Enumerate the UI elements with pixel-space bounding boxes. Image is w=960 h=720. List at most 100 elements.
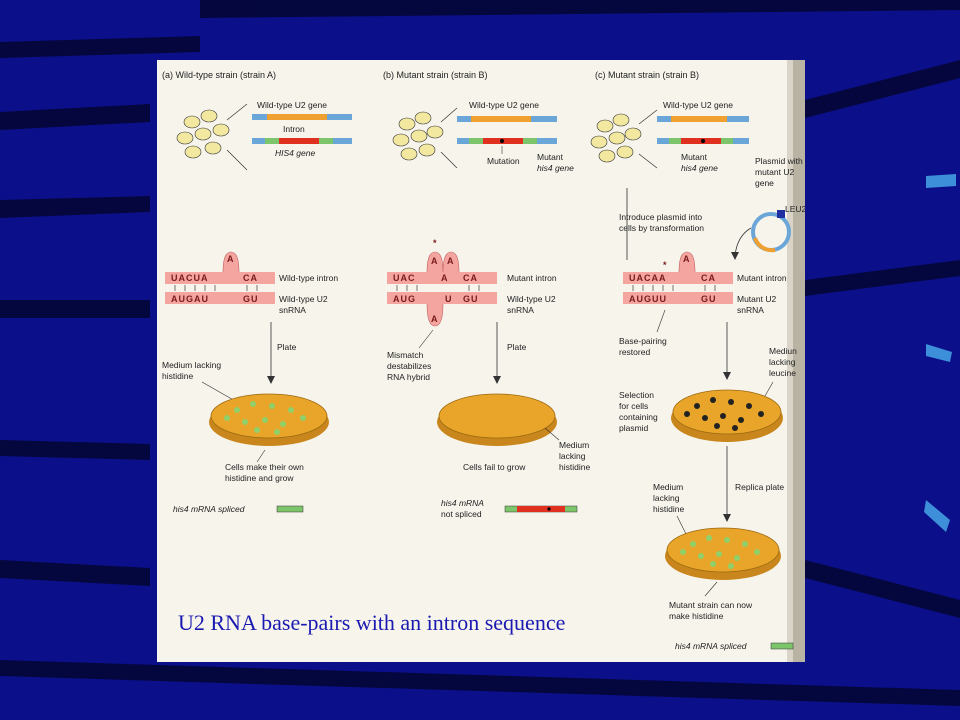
panel-b-u2-type-1: Wild-type U2 [507, 294, 556, 304]
panel-a-intron-seq2: CA [243, 273, 258, 283]
panel-a-petri-dish [209, 393, 329, 446]
panel-c-rna-hybrid [623, 251, 733, 304]
panel-c-bulge: A [683, 254, 691, 264]
panel-b-mismatch-3: RNA hybrid [387, 372, 430, 382]
yeast-cells [392, 111, 444, 161]
panel-b-mismatch-1: Mismatch [387, 350, 424, 360]
panel-c-introduce-2: cells by transformation [619, 223, 704, 233]
panel-c-selection-2: for cells [619, 401, 648, 411]
panel-b-his4-gene [457, 138, 557, 144]
panel-c-intron-seq: UACAA [629, 273, 667, 283]
panel-a-his4-gene [252, 138, 352, 144]
panel-b-petri-dish [437, 393, 557, 446]
panel-b-mrna-2: not spliced [441, 509, 482, 519]
panel-b-plate-label: Plate [507, 342, 527, 352]
panel-b-intron-seq2: CA [463, 273, 478, 283]
panel-c-introduce-1: Introduce plasmid into [619, 212, 702, 222]
panel-c-result-1: Mutant strain can now [669, 600, 753, 610]
panel-b-u2-seq: AUG [393, 294, 416, 304]
panel-c-spliced-mrna [770, 642, 794, 650]
panel-c-his4-gene [657, 138, 749, 144]
panel-c-intron-type: Mutant intron [737, 273, 787, 283]
panel-c-u2-type-2: snRNA [737, 305, 764, 315]
panel-a-u2-gene-label: Wild-type U2 gene [257, 100, 327, 110]
panel-b-mutant-1: Mutant [537, 152, 564, 162]
panel-c-mrna-label: his4 mRNA spliced [675, 641, 747, 651]
panel-c-u2-seq2: GU [701, 294, 717, 304]
panel-b-medium-3: histidine [559, 462, 590, 472]
panel-a-plate-label: Plate [277, 342, 297, 352]
panel-b-mismatch-2: destabilizes [387, 361, 431, 371]
panel-c-intron-seq2: CA [701, 273, 716, 283]
panel-b-u2-mid: U [445, 294, 453, 304]
panel-b-mutation-label: Mutation [487, 156, 520, 166]
panel-c-leu-label: LEU2 [785, 204, 805, 214]
panel-b-u2-type-2: snRNA [507, 305, 534, 315]
panel-c-u2-type-1: Mutant U2 [737, 294, 776, 304]
panel-c-plasmid-2: mutant U2 [755, 167, 794, 177]
panel-a-intron-seq: UACUA [171, 273, 209, 283]
panel-a-result-1: Cells make their own [225, 462, 304, 472]
panel-c-selection-4: plasmid [619, 423, 649, 433]
panel-b-u2-gene [457, 116, 557, 122]
panel-a-spliced-mrna [276, 505, 304, 513]
panel-b-intron-mid: A [441, 273, 449, 283]
u2-snrna-diagram: (a) Wild-type strain (strain A) Wild-typ… [162, 60, 805, 662]
panel-a-u2-type-2: snRNA [279, 305, 306, 315]
panel-c-restored-2: restored [619, 347, 650, 357]
panel-c-selection-3: containing [619, 412, 658, 422]
panel-c-medium-3: histidine [653, 504, 684, 514]
accent-stripe [926, 344, 952, 362]
panel-a-u2-seq2: GU [243, 294, 259, 304]
panel-b-mutant-2: his4 gene [537, 163, 574, 173]
yeast-cells [590, 113, 642, 163]
panel-c-u2-seq: AUGUU [629, 294, 667, 304]
panel-c-medium-l-1: Mediun [769, 346, 797, 356]
panel-b-rna-hybrid [387, 251, 497, 327]
panel-b-mrna-1: his4 mRNA [441, 498, 484, 508]
slide-caption: U2 RNA base-pairs with an intron sequenc… [178, 610, 566, 635]
panel-a-mrna-label: his4 mRNA spliced [173, 504, 245, 514]
panel-c-plasmid-1: Plasmid with [755, 156, 803, 166]
panel-a-intron-type: Wild-type intron [279, 273, 338, 283]
panel-a-header: (a) Wild-type strain (strain A) [162, 70, 276, 80]
panel-a-result-2: histidine and grow [225, 473, 294, 483]
panel-b-bulge-1: A [431, 256, 439, 266]
panel-c-plasmid-3: gene [755, 178, 774, 188]
panel-a-his4-label: HIS4 gene [275, 148, 315, 158]
panel-c-selection-1: Selection [619, 390, 654, 400]
panel-c-selection-dish [671, 389, 783, 442]
panel-c-header: (c) Mutant strain (strain B) [595, 70, 699, 80]
panel-c-mutant-2: his4 gene [681, 163, 718, 173]
panel-c-replica-label: Replica plate [735, 482, 784, 492]
panel-c-restored-1: Base-pairing [619, 336, 667, 346]
panel-c-mutant-1: Mutant [681, 152, 708, 162]
panel-a-medium-1: Medium lacking [162, 360, 221, 370]
panel-b-intron-type: Mutant intron [507, 273, 557, 283]
panel-a-rna-hybrid [165, 251, 275, 304]
panel-c-u2-gene-label: Wild-type U2 gene [663, 100, 733, 110]
accent-stripe [926, 174, 956, 188]
panel-c-medium-2: lacking [653, 493, 680, 503]
panel-a-u2-seq: AUGAU [171, 294, 209, 304]
panel-c-medium-1: Medium [653, 482, 683, 492]
figure-panel: (a) Wild-type strain (strain A) Wild-typ… [157, 60, 805, 662]
panel-b-intron-seq: UAC [393, 273, 416, 283]
panel-a-intron-label: Intron [283, 124, 305, 134]
plasmid-icon [751, 210, 791, 253]
panel-a-u2-type-1: Wild-type U2 [279, 294, 328, 304]
panel-b-medium-2: lacking [559, 451, 586, 461]
yeast-cells [176, 109, 230, 159]
panel-a-medium-2: histidine [162, 371, 193, 381]
panel-b-u2-gene-label: Wild-type U2 gene [469, 100, 539, 110]
panel-c-result-2: make histidine [669, 611, 724, 621]
panel-c-medium-l-2: lacking [769, 357, 796, 367]
panel-c-result-dish [665, 527, 781, 580]
panel-a-bulge: A [227, 254, 235, 264]
panel-c-star: * [663, 260, 668, 270]
panel-b-result: Cells fail to grow [463, 462, 526, 472]
panel-c-medium-l-3: leucine [769, 368, 796, 378]
panel-b-star: * [433, 238, 438, 248]
panel-b-medium-1: Medium [559, 440, 589, 450]
panel-c-u2-gene [657, 116, 749, 122]
